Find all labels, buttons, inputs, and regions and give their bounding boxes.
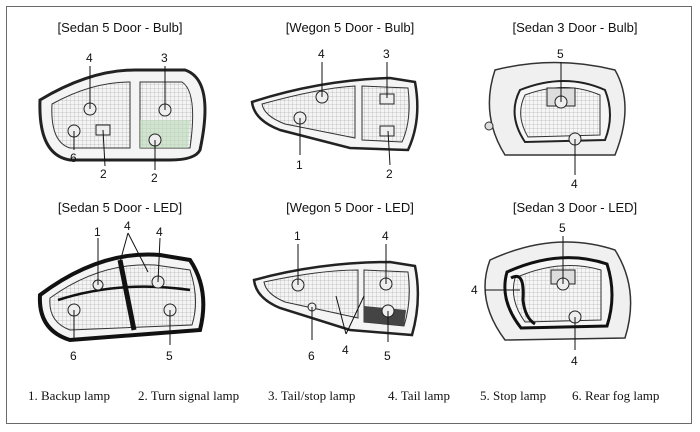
panel-title: [Sedan 3 Door - Bulb] — [512, 20, 638, 35]
callout-6: 6 — [70, 151, 77, 165]
panel-title: [Wegon 5 Door - Bulb] — [285, 20, 415, 35]
callout-5: 5 — [384, 349, 391, 363]
wegon-5door-bulb-lamp-drawing: 4 3 1 2 — [250, 47, 419, 181]
legend-item-turn-signal-lamp: 2. Turn signal lamp — [138, 388, 240, 403]
panel-sedan-3door-bulb: [Sedan 3 Door - Bulb] 5 4 — [465, 20, 685, 200]
callout-4b: 4 — [342, 343, 349, 357]
callout-1: 1 — [296, 158, 303, 172]
callout-5: 5 — [557, 47, 564, 61]
callout-4b: 4 — [156, 225, 163, 239]
callout-2: 2 — [386, 167, 393, 181]
wegon-5door-led-lamp-drawing: 1 4 6 4 5 — [252, 229, 420, 363]
panel-sedan-5door-led: [Sedan 5 Door - LED] 1 4 4 6 5 — [10, 200, 230, 380]
callout-4: 4 — [86, 51, 93, 65]
panel-sedan-5door-bulb: [Sedan 5 Door - Bulb] 4 3 6 2 2 — [10, 20, 230, 200]
callout-4: 4 — [318, 47, 325, 61]
callout-4b: 4 — [571, 354, 578, 368]
sedan-5door-bulb-lamp-drawing: 4 3 6 2 2 — [38, 51, 207, 185]
panel-title: [Sedan 5 Door - LED] — [57, 200, 183, 215]
callout-2b: 2 — [151, 171, 158, 185]
sedan-3door-bulb-lamp-drawing: 5 4 — [484, 47, 626, 191]
panel-wegon-5door-bulb: [Wegon 5 Door - Bulb] 4 3 1 2 — [240, 20, 460, 200]
legend-item-stop-lamp: 5. Stop lamp — [480, 388, 547, 403]
panel-title: [Wegon 5 Door - LED] — [286, 200, 414, 215]
callout-6: 6 — [70, 349, 77, 363]
legend-item-backup-lamp: 1. Backup lamp — [28, 388, 110, 403]
panel-title: [Sedan 5 Door - Bulb] — [57, 20, 183, 35]
callout-1: 1 — [94, 225, 101, 239]
callout-3: 3 — [383, 47, 390, 61]
panel-title: [Sedan 3 Door - LED] — [512, 200, 638, 215]
callout-1: 1 — [294, 229, 301, 243]
callout-6: 6 — [308, 349, 315, 363]
panel-sedan-3door-led: [Sedan 3 Door - LED] 5 4 4 — [465, 200, 685, 380]
lamp-legend: 1. Backup lamp 2. Turn signal lamp 3. Ta… — [0, 388, 700, 408]
panel-wegon-5door-led: [Wegon 5 Door - LED] 1 4 6 4 5 — [240, 200, 460, 380]
callout-3: 3 — [161, 51, 168, 65]
callout-4: 4 — [571, 177, 578, 191]
callout-5: 5 — [166, 349, 173, 363]
callout-4: 4 — [382, 229, 389, 243]
callout-4: 4 — [124, 219, 131, 233]
sedan-3door-led-lamp-drawing: 5 4 4 — [471, 221, 632, 368]
legend-item-rear-fog-lamp: 6. Rear fog lamp — [572, 388, 660, 403]
legend-item-tail-stop-lamp: 3. Tail/stop lamp — [268, 388, 356, 403]
sedan-5door-led-lamp-drawing: 1 4 4 6 5 — [37, 219, 206, 363]
callout-4: 4 — [471, 283, 478, 297]
legend-item-tail-lamp: 4. Tail lamp — [388, 388, 451, 403]
callout-5: 5 — [559, 221, 566, 235]
callout-2: 2 — [100, 167, 107, 181]
